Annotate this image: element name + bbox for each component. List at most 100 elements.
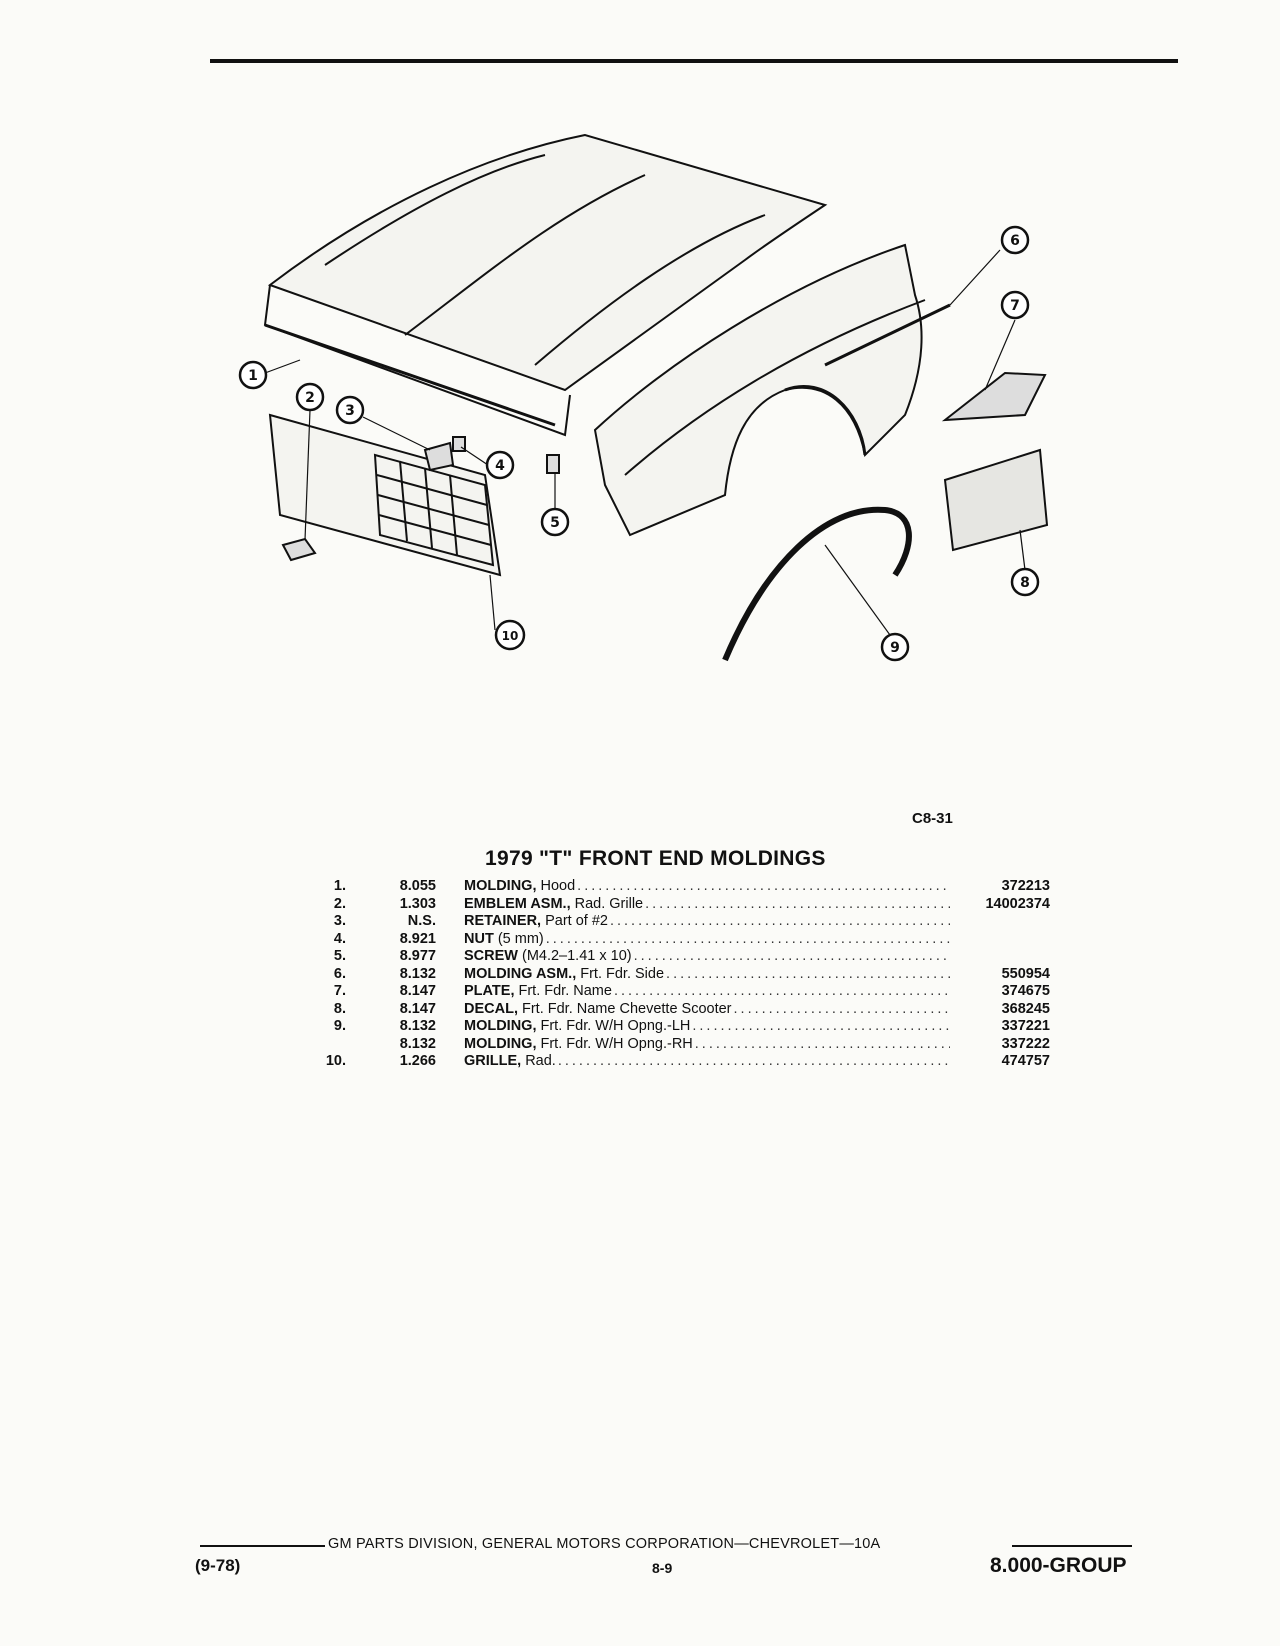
description: MOLDING, Frt. Fdr. W/H Opng.-LH xyxy=(464,1018,950,1036)
parts-row: 8. 8.147 DECAL, Frt. Fdr. Name Chevette … xyxy=(310,1001,1050,1019)
part-number: 474757 xyxy=(1001,1053,1050,1069)
ref-number: 10. xyxy=(325,1053,346,1069)
description: MOLDING ASM., Frt. Fdr. Side xyxy=(464,966,950,984)
group-number: 8.921 xyxy=(399,930,436,947)
part-detail: Frt. Fdr. Name Chevette Scooter xyxy=(521,1000,732,1017)
callout-10: 10 xyxy=(494,619,526,651)
part-name: MOLDING, xyxy=(464,878,537,894)
ref-number: 4. xyxy=(333,930,346,947)
callout-7: 7 xyxy=(1000,290,1030,320)
parts-row: 5. 8.977 SCREW (M4.2–1.41 x 10) xyxy=(310,948,1050,966)
description: NUT (5 mm) xyxy=(464,931,950,949)
svg-text:3: 3 xyxy=(345,403,355,419)
svg-text:2: 2 xyxy=(305,390,315,406)
emblem-drawing xyxy=(281,537,317,562)
dot-leader xyxy=(734,1001,950,1019)
callout-4: 4 xyxy=(485,450,515,480)
description: EMBLEM ASM., Rad. Grille xyxy=(464,896,950,914)
part-detail: Frt. Fdr. Name xyxy=(518,983,612,999)
hood-drawing xyxy=(263,133,828,437)
group-code: 8.000-GROUP xyxy=(990,1554,1127,1577)
description: MOLDING, Hood xyxy=(464,878,950,896)
group-number: 8.132 xyxy=(399,1035,436,1052)
dot-leader xyxy=(634,948,950,966)
group-number: 1.266 xyxy=(399,1053,436,1069)
part-name: MOLDING, xyxy=(464,1035,537,1052)
grille-drawing xyxy=(268,413,502,577)
part-number: 372213 xyxy=(1001,878,1050,894)
part-detail: Part of #2 xyxy=(545,913,608,929)
dot-leader xyxy=(558,1053,950,1071)
part-number: 14002374 xyxy=(985,895,1050,912)
svg-text:6: 6 xyxy=(1010,233,1020,249)
part-number: 374675 xyxy=(1001,983,1050,999)
decal-drawing xyxy=(943,448,1049,552)
group-number: 8.132 xyxy=(399,1018,436,1034)
dot-leader xyxy=(645,896,950,914)
parts-row: 10. 1.266 GRILLE, Rad. 474757 xyxy=(310,1053,1050,1071)
parts-row: 1. 8.055 MOLDING, Hood 372213 xyxy=(310,878,1050,896)
description: MOLDING, Frt. Fdr. W/H Opng.-RH xyxy=(464,1036,950,1054)
parts-row: 8.132 MOLDING, Frt. Fdr. W/H Opng.-RH 33… xyxy=(310,1036,1050,1054)
callout-5: 5 xyxy=(540,507,570,537)
svg-text:1: 1 xyxy=(248,368,258,384)
part-name: PLATE, xyxy=(464,983,515,999)
dot-leader xyxy=(614,983,950,1001)
ref-number: 8. xyxy=(333,1000,346,1017)
group-number: 8.055 xyxy=(399,878,436,894)
part-name: EMBLEM ASM., xyxy=(464,895,571,912)
part-number: 337221 xyxy=(1001,1018,1050,1034)
figure-code: C8-31 xyxy=(912,810,953,827)
part-detail: (M4.2–1.41 x 10) xyxy=(521,948,632,964)
dot-leader xyxy=(695,1036,950,1054)
description: GRILLE, Rad. xyxy=(464,1053,950,1071)
group-number: N.S. xyxy=(407,913,436,929)
footer-publisher: GM PARTS DIVISION, GENERAL MOTORS CORPOR… xyxy=(328,1536,881,1552)
screw-drawing xyxy=(546,454,560,474)
part-name: RETAINER, xyxy=(464,913,542,929)
svg-text:10: 10 xyxy=(502,629,519,643)
footer-rule-left xyxy=(200,1545,325,1547)
parts-row: 3. N.S. RETAINER, Part of #2 xyxy=(310,913,1050,931)
part-name: DECAL, xyxy=(464,1000,518,1017)
callout-1: 1 xyxy=(238,360,268,390)
part-detail: Frt. Fdr. W/H Opng.-RH xyxy=(540,1035,693,1052)
page-number: 8-9 xyxy=(652,1560,673,1576)
part-name: NUT xyxy=(464,930,494,947)
dot-leader xyxy=(546,931,950,949)
parts-list: 1. 8.055 MOLDING, Hood 372213 2. 1.303 E… xyxy=(310,878,1050,1071)
ref-number: 7. xyxy=(333,983,346,999)
ref-number: 6. xyxy=(333,965,346,982)
dot-leader xyxy=(692,1018,950,1036)
svg-text:7: 7 xyxy=(1010,298,1020,314)
part-number: 368245 xyxy=(1001,1000,1050,1017)
part-name: SCREW xyxy=(464,948,518,964)
dot-leader xyxy=(577,878,950,896)
group-number: 8.132 xyxy=(399,965,436,982)
ref-number: 5. xyxy=(333,948,346,964)
description: SCREW (M4.2–1.41 x 10) xyxy=(464,948,950,966)
part-detail: Frt. Fdr. W/H Opng.-LH xyxy=(540,1018,691,1034)
group-number: 1.303 xyxy=(399,895,436,912)
parts-row: 2. 1.303 EMBLEM ASM., Rad. Grille 140023… xyxy=(310,896,1050,914)
description: RETAINER, Part of #2 xyxy=(464,913,950,931)
part-name: MOLDING ASM., xyxy=(464,965,577,982)
callout-6: 6 xyxy=(1000,225,1030,255)
callout-3: 3 xyxy=(335,395,365,425)
ref-number: 9. xyxy=(333,1018,346,1034)
group-number: 8.147 xyxy=(399,983,436,999)
ref-number: 1. xyxy=(333,878,346,894)
name-plate-drawing xyxy=(941,371,1047,422)
callout-8: 8 xyxy=(1010,567,1040,597)
svg-text:4: 4 xyxy=(495,458,505,474)
svg-text:5: 5 xyxy=(550,515,560,531)
description: PLATE, Frt. Fdr. Name xyxy=(464,983,950,1001)
page-title: 1979 "T" FRONT END MOLDINGS xyxy=(485,847,826,870)
svg-text:9: 9 xyxy=(890,640,900,656)
dot-leader xyxy=(666,966,950,984)
part-detail: Hood xyxy=(540,878,576,894)
top-rule xyxy=(210,59,1178,63)
parts-row: 9. 8.132 MOLDING, Frt. Fdr. W/H Opng.-LH… xyxy=(310,1018,1050,1036)
footer-date: (9-78) xyxy=(195,1556,241,1575)
side-molding-drawing xyxy=(824,303,951,367)
